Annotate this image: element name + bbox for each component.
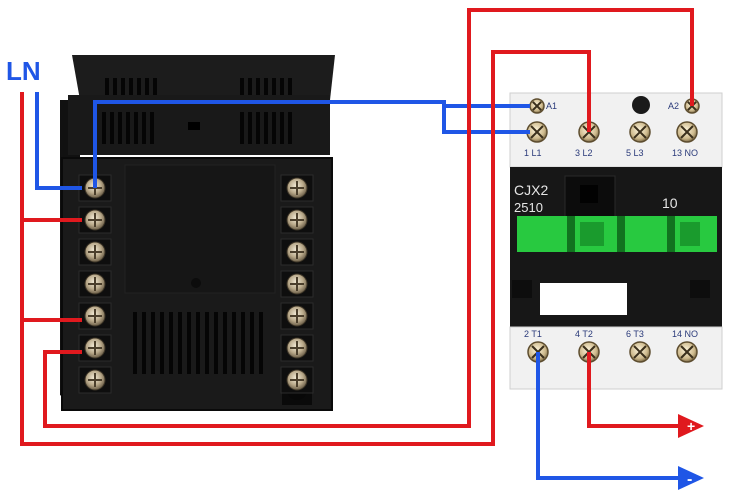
controller-top-housing — [72, 55, 335, 100]
controller-label-area — [124, 164, 276, 294]
cjx2-contactor: CJX2 2510 10 A1 1 L1 3 L2 5 L3 13 NO A2 … — [509, 92, 723, 390]
positive-sign: + — [687, 418, 695, 434]
right-controller-terminal — [280, 302, 314, 330]
terminal-label-13-no: 13 NO — [672, 148, 698, 158]
temperature-controller — [60, 55, 335, 411]
terminal-label-14-no: 14 NO — [672, 329, 698, 339]
terminal-label-6-t3: 6 T3 — [626, 329, 644, 339]
upper-vents — [102, 112, 292, 144]
ln-supply-label: LN — [6, 56, 41, 86]
left-terminal-block — [78, 174, 112, 394]
right-controller-terminal — [280, 270, 314, 298]
right-controller-terminal — [280, 238, 314, 266]
contactor-mount-hole — [632, 96, 650, 114]
terminal-label-3-l2: 3 L2 — [575, 148, 593, 158]
negative-output-arrow — [678, 466, 704, 490]
terminal-label-4-t2: 4 T2 — [575, 329, 593, 339]
contactor-bottom-terminals — [527, 341, 698, 363]
negative-sign: - — [687, 471, 692, 488]
right-controller-terminal — [280, 174, 314, 202]
contactor-rating-number: 10 — [662, 195, 678, 211]
contactor-green-indicator — [517, 216, 717, 252]
contactor-model-label: CJX2 — [514, 182, 548, 198]
wires — [20, 8, 694, 480]
bottom-terminal-screw-3 — [629, 341, 651, 363]
left-controller-terminal — [78, 366, 112, 394]
wire-output-to-a2 — [43, 8, 694, 428]
top-terminal-screw-4 — [676, 121, 698, 143]
top-terminal-screw-1 — [526, 121, 548, 143]
wire-output-negative — [536, 352, 680, 480]
top-terminal-screw-3 — [629, 121, 651, 143]
wire-n-supply — [35, 92, 82, 190]
lower-vents — [133, 312, 263, 374]
top-vents — [105, 78, 292, 96]
left-controller-terminal — [78, 302, 112, 330]
terminal-label-5-l3: 5 L3 — [626, 148, 644, 158]
terminal-label-a2: A2 — [668, 101, 679, 111]
left-controller-terminal — [78, 270, 112, 298]
a1-terminal-screw — [529, 98, 545, 114]
right-terminal-block — [280, 174, 314, 394]
right-controller-terminal — [280, 366, 314, 394]
wire-l-supply — [20, 50, 591, 446]
left-controller-terminal — [78, 334, 112, 362]
wire-n-to-contactor — [93, 100, 530, 188]
right-controller-terminal — [280, 334, 314, 362]
right-controller-terminal — [280, 206, 314, 234]
terminal-label-1-l1: 1 L1 — [524, 148, 542, 158]
contactor-label-plate — [540, 283, 627, 315]
wire-output-positive — [587, 352, 680, 428]
terminal-label-a1: A1 — [546, 101, 557, 111]
positive-output-arrow — [678, 414, 704, 438]
terminal-label-2-t1: 2 T1 — [524, 329, 542, 339]
contactor-rating-code: 2510 — [514, 200, 543, 215]
left-controller-terminal — [78, 206, 112, 234]
left-controller-terminal — [78, 238, 112, 266]
bottom-terminal-screw-4 — [676, 341, 698, 363]
